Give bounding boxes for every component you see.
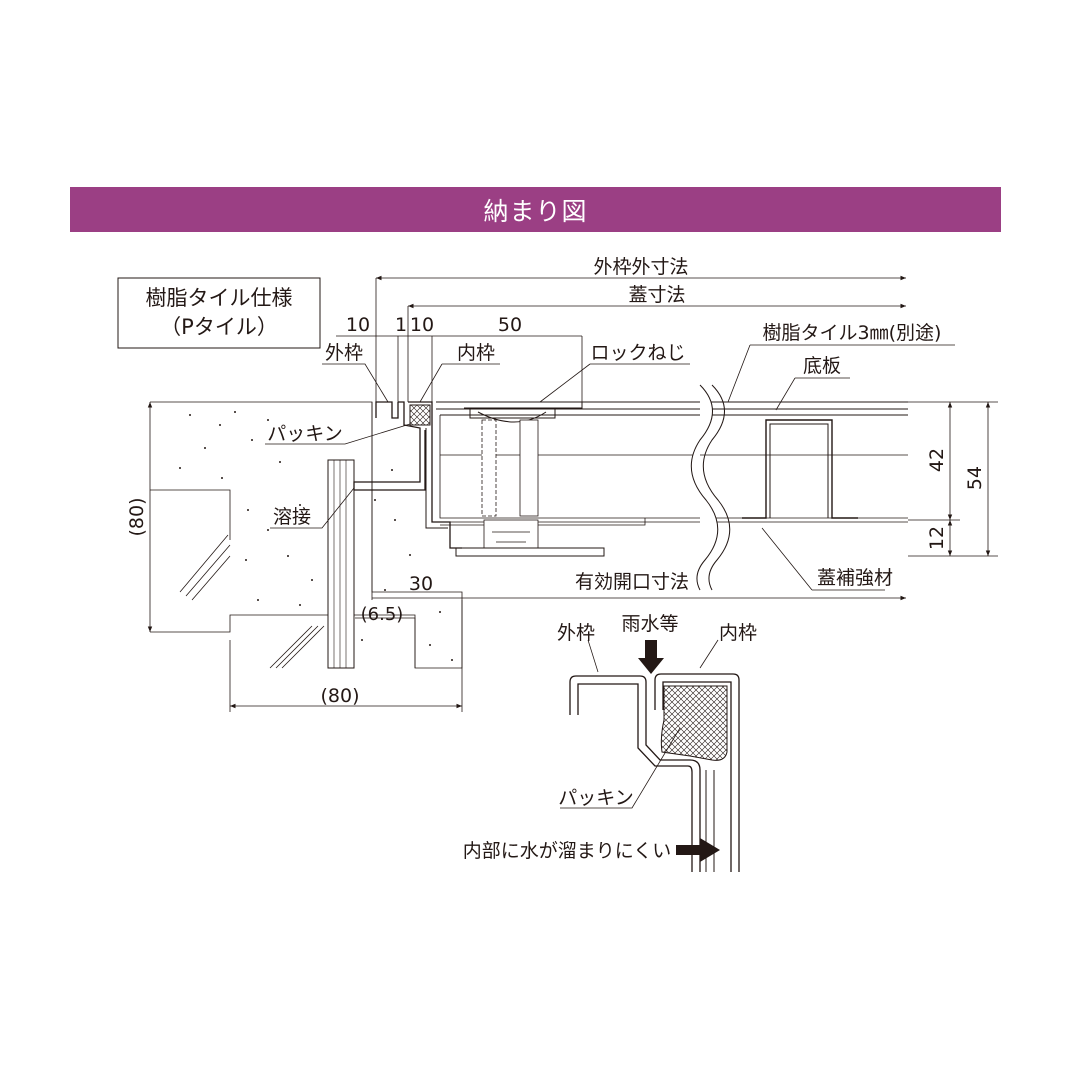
dim-effective-opening: 有効開口寸法 [575, 571, 689, 593]
dim-10b: 10 [410, 314, 434, 336]
detail-rain-water: 雨水等 [621, 613, 678, 635]
dim-80-left: (80) [126, 497, 148, 536]
spec-line1: 樹脂タイル仕様 [146, 286, 293, 310]
header-bar: 納まり図 [70, 187, 1001, 232]
dim-80-bottom: (80) [320, 685, 359, 707]
dimension-lines [147, 275, 998, 712]
part-labels: 樹脂タイル3㎜(別途) 外枠 内枠 ロックねじ 底板 パッキン 溶接 蓋補強材 [267, 322, 941, 589]
detail-note: 内部に水が溜まりにくい [463, 840, 672, 862]
detail-outer-frame: 外枠 [557, 622, 595, 644]
spec-box: 樹脂タイル仕様 （Pタイル） [117, 277, 321, 349]
detail-packing: パッキン [558, 787, 633, 809]
label-bottom-plate: 底板 [803, 355, 841, 377]
dim-outer-frame-outer: 外枠外寸法 [593, 256, 688, 278]
detail-inner-frame: 内枠 [719, 622, 757, 644]
dim-6-5: (6.5) [361, 604, 404, 625]
dim-42: 42 [926, 448, 948, 472]
dim-54: 54 [964, 466, 986, 490]
label-outer-frame: 外枠 [325, 342, 363, 364]
dim-30: 30 [409, 573, 433, 595]
page-title: 納まり図 [483, 196, 588, 226]
dim-lid: 蓋寸法 [628, 284, 685, 306]
frame-section [353, 384, 908, 591]
detail-inset: 外枠 雨水等 内枠 パッキン 内部に水が溜まりにくい [463, 613, 757, 872]
dimension-texts: 外枠外寸法 蓋寸法 10 1 10 50 42 54 12 (80) (80) … [126, 256, 986, 707]
dim-10a: 10 [346, 314, 370, 336]
dim-1: 1 [395, 314, 407, 336]
label-packing: パッキン [267, 423, 342, 445]
label-weld: 溶接 [273, 506, 311, 528]
label-resin-tile: 樹脂タイル3㎜(別途) [763, 322, 942, 344]
label-inner-frame: 内枠 [457, 342, 495, 364]
dim-12: 12 [926, 526, 948, 550]
label-lock-screw: ロックねじ [590, 342, 685, 364]
dim-50: 50 [498, 314, 522, 336]
spec-line2: （Pタイル） [160, 315, 278, 339]
concrete-section [150, 401, 463, 669]
label-lid-reinforcement: 蓋補強材 [817, 567, 893, 589]
